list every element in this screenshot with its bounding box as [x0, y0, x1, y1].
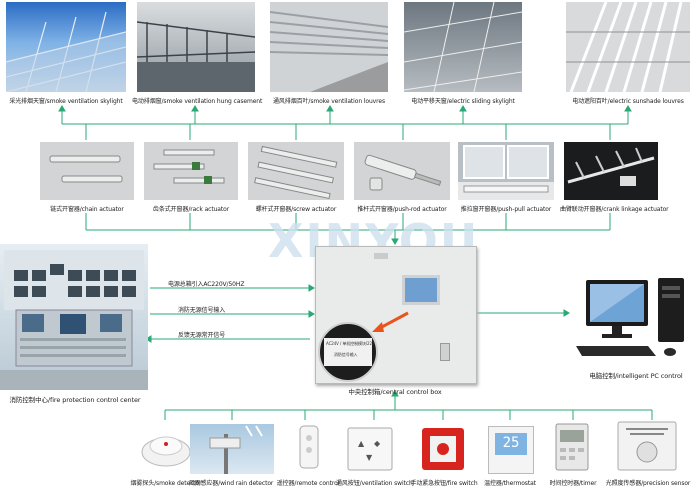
- smoke-detector-photo: [138, 422, 194, 474]
- smoke-detector-label: 烟雾探头/smoke detector: [130, 480, 202, 487]
- louvres-label: 通风排烟百叶/smoke ventilation louvres: [273, 98, 385, 105]
- magnifier-line-1: AC24V / 单机控制模块/220V: [326, 341, 377, 346]
- rack-actuator-photo: [144, 142, 238, 200]
- fire-switch-label: 手动紧急按钮/fire switch: [410, 480, 478, 487]
- box-handle: [440, 343, 450, 361]
- signal-feedback-output: 反馈无源常开信号: [178, 332, 226, 339]
- thermostat-label: 温控器/thermostat: [484, 480, 536, 487]
- pc-photo: [572, 276, 690, 360]
- push-rod-actuator-photo: [354, 142, 450, 200]
- wind-rain-detector-label: 风雨感应器/wind rain detector: [188, 480, 274, 487]
- push-rod-actuator-label: 推杆式开窗器/push-rod actuator: [357, 206, 447, 213]
- svg-text:▼: ▼: [366, 453, 373, 462]
- remote-control-photo: [294, 424, 324, 474]
- sunshade-louvres-photo: [566, 2, 690, 92]
- crank-linkage-actuator-label: 曲臂联动开窗器/crank linkage actuator: [560, 206, 669, 213]
- fire-switch-photo: [420, 426, 466, 472]
- thermostat-display: 25: [502, 435, 520, 451]
- signal-fire-input: 消防无源信号输入: [178, 307, 226, 314]
- hung-casement-photo: [137, 2, 255, 92]
- skylight-label: 采光排烟天窗/smoke ventilation skylight: [9, 98, 123, 105]
- screw-actuator-photo: [248, 142, 344, 200]
- box-hinge-top: [374, 253, 388, 259]
- remote-control-label: 遥控器/remote control: [276, 480, 340, 487]
- hung-casement-label: 电动排烟窗/smoke ventilation hung casement: [132, 98, 263, 105]
- sliding-skylight-label: 电动平移天窗/electric sliding skylight: [411, 98, 515, 105]
- fire-control-center-photo: [0, 244, 148, 390]
- timer-label: 时间控时器/timer: [549, 480, 597, 487]
- rack-actuator-label: 齿条式开窗器/rack actuator: [152, 206, 230, 213]
- screw-actuator-label: 螺杆式开窗器/screw actuator: [255, 206, 337, 213]
- magnifier-circle: AC24V / 单机控制模块/220V 消防信号输入: [318, 322, 378, 382]
- precision-sensor-photo: [614, 420, 680, 474]
- signal-power-input: 电源总箱引入AC220V/50HZ: [168, 281, 245, 288]
- timer-photo: [552, 422, 592, 474]
- pointer-arrow: [372, 311, 409, 332]
- sunshade-louvres-label: 电动遮阳百叶/electric sunshade louvres: [572, 98, 684, 105]
- louvres-photo: [270, 2, 388, 92]
- precision-sensor-label: 光照度传感器/precision sensor: [605, 480, 691, 487]
- push-pull-actuator-label: 推拉窗开窗器/push-pull actuator: [460, 206, 552, 213]
- svg-text:◆: ◆: [374, 439, 381, 448]
- pc-label: 电脑控制/intelligent PC control: [589, 372, 683, 380]
- wind-rain-detector-photo: [190, 424, 274, 474]
- svg-text:▲: ▲: [358, 439, 365, 448]
- ventilation-switch-label: 通风按钮/ventilation switch: [336, 480, 413, 487]
- fire-control-center-label: 消防控制中心/fire protection control center: [9, 396, 141, 404]
- box-screen: [402, 275, 440, 305]
- magnifier-line-2: 消防信号输入: [334, 352, 358, 357]
- chain-actuator-label: 链式开窗器/chain actuator: [50, 206, 124, 213]
- chain-actuator-photo: [40, 142, 134, 200]
- crank-linkage-actuator-photo: [564, 142, 658, 200]
- thermostat-photo: 25: [488, 426, 534, 474]
- ventilation-switch-photo: ▲ ◆▼: [346, 426, 394, 472]
- skylight-photo: [6, 2, 126, 92]
- central-box-label: 中央控制箱/central control box: [348, 388, 442, 396]
- push-pull-actuator-photo: [458, 142, 554, 200]
- sliding-skylight-photo: [404, 2, 522, 92]
